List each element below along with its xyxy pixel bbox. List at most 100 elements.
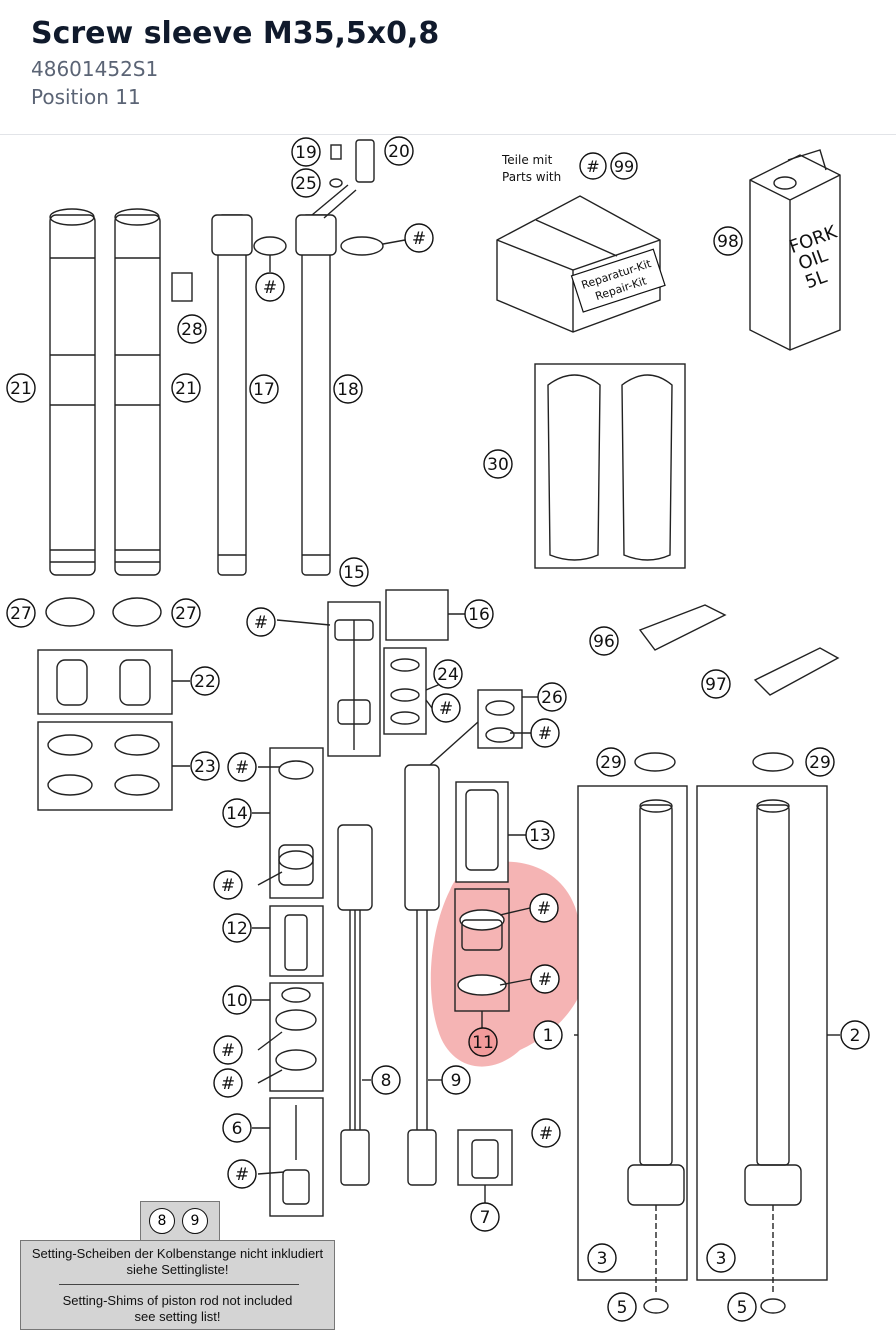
callout-23: 23 <box>190 751 220 781</box>
callout-29: 29 <box>805 747 835 777</box>
svg-text:5: 5 <box>617 1298 628 1318</box>
svg-text:98: 98 <box>717 232 739 252</box>
callout-8: 8 <box>371 1065 401 1095</box>
callout-hash: # <box>213 1068 243 1098</box>
svg-text:26: 26 <box>541 688 563 708</box>
svg-text:#: # <box>221 1074 235 1094</box>
svg-text:22: 22 <box>194 672 216 692</box>
callout-16: 16 <box>464 599 494 629</box>
svg-text:27: 27 <box>10 604 32 624</box>
callout-hash: # <box>530 718 560 748</box>
callout-11: 11 <box>468 1027 498 1057</box>
svg-text:29: 29 <box>809 753 831 773</box>
svg-text:3: 3 <box>716 1249 727 1269</box>
part-position: Position 11 <box>31 85 141 109</box>
callout-hash: # <box>213 1035 243 1065</box>
svg-text:#: # <box>412 229 426 249</box>
screw-19 <box>330 144 342 160</box>
callout-1: 1 <box>533 1020 563 1050</box>
note-de-line-2: siehe Settingliste! <box>126 1262 229 1277</box>
compression-box-14 <box>269 747 324 899</box>
part-title: Screw sleeve M35,5x0,8 <box>31 16 440 51</box>
callout-21: 21 <box>6 373 36 403</box>
o-ring <box>253 236 287 256</box>
svg-text:#: # <box>263 278 277 298</box>
svg-text:6: 6 <box>232 1119 243 1139</box>
svg-text:18: 18 <box>337 380 359 400</box>
callout-30: 30 <box>483 449 513 479</box>
callout-5: 5 <box>727 1292 757 1322</box>
callout-14: 14 <box>222 798 252 828</box>
svg-text:13: 13 <box>529 826 551 846</box>
callout-22: 22 <box>190 666 220 696</box>
svg-text:#: # <box>221 1041 235 1061</box>
callout-hash: # <box>255 272 285 302</box>
cartridge-tube-17 <box>211 214 253 576</box>
callout-hash: # <box>213 870 243 900</box>
svg-text:99: 99 <box>614 157 634 176</box>
callout-3: 3 <box>587 1243 617 1273</box>
callout-hash: # <box>227 752 257 782</box>
svg-text:14: 14 <box>226 804 248 824</box>
svg-text:96: 96 <box>593 632 615 652</box>
fork-guard <box>547 374 601 561</box>
svg-text:28: 28 <box>181 320 203 340</box>
callout-2: 2 <box>840 1020 870 1050</box>
o-ring <box>340 236 384 256</box>
svg-text:7: 7 <box>480 1208 491 1228</box>
callout-24: 24 <box>433 659 463 689</box>
svg-text:16: 16 <box>468 605 490 625</box>
part-header: Screw sleeve M35,5x0,8 48601452S1 Positi… <box>0 0 896 135</box>
callout-10: 10 <box>222 985 252 1015</box>
valve-box-26 <box>477 689 523 749</box>
svg-text:#: # <box>537 899 551 919</box>
outer-tube-left <box>49 208 96 576</box>
setting-shims-note: Setting-Scheiben der Kolbenstange nicht … <box>20 1240 335 1330</box>
piston-rod-8 <box>337 824 373 1186</box>
part-number: 48601452S1 <box>31 57 159 81</box>
callout-13: 13 <box>525 820 555 850</box>
svg-text:9: 9 <box>451 1071 462 1091</box>
callout-17: 17 <box>249 374 279 404</box>
callout-15: 15 <box>339 557 369 587</box>
callout-96: 96 <box>589 626 619 656</box>
callout-20: 20 <box>384 136 414 166</box>
svg-text:1: 1 <box>543 1026 554 1046</box>
legend-parts-with: Parts with <box>502 170 561 184</box>
svg-text:29: 29 <box>600 753 622 773</box>
callout-19: 19 <box>291 137 321 167</box>
svg-text:11: 11 <box>472 1033 494 1053</box>
note-en-line-1: Setting-Shims of piston rod not included <box>62 1293 293 1308</box>
callout-6: 6 <box>222 1113 252 1143</box>
callout-hash: # <box>531 1118 561 1148</box>
outer-tube-right <box>114 208 161 576</box>
callout-hash: # <box>227 1159 257 1189</box>
spring-box-13 <box>455 781 509 883</box>
svg-text:#: # <box>235 1165 249 1185</box>
inner-tube-box-1 <box>577 785 688 1281</box>
piston-rod-callout-tab: 8 9 <box>140 1201 220 1241</box>
callout-5: 5 <box>607 1292 637 1322</box>
valve-box-10 <box>269 982 324 1092</box>
callout-hash: # <box>530 964 560 994</box>
svg-text:#: # <box>439 699 453 719</box>
valve-box-7 <box>457 1129 513 1186</box>
inner-tube-box-2 <box>696 785 828 1281</box>
svg-text:23: 23 <box>194 757 216 777</box>
seal-kit-box-23 <box>37 721 173 811</box>
seal-rings-box-24 <box>383 647 427 735</box>
note-en-line-2: see setting list! <box>134 1309 221 1324</box>
svg-text:17: 17 <box>253 380 275 400</box>
svg-text:10: 10 <box>226 991 248 1011</box>
svg-text:#: # <box>235 758 249 778</box>
svg-text:#: # <box>538 724 552 744</box>
piston-rod-9 <box>404 764 440 1186</box>
svg-text:25: 25 <box>295 174 317 194</box>
svg-text:21: 21 <box>175 379 197 399</box>
svg-text:#: # <box>539 1124 553 1144</box>
bushing-kit-box-22 <box>37 649 173 715</box>
callout-hash: # <box>529 893 559 923</box>
svg-text:#: # <box>538 970 552 990</box>
svg-text:5: 5 <box>737 1298 748 1318</box>
callout-97: 97 <box>701 669 731 699</box>
